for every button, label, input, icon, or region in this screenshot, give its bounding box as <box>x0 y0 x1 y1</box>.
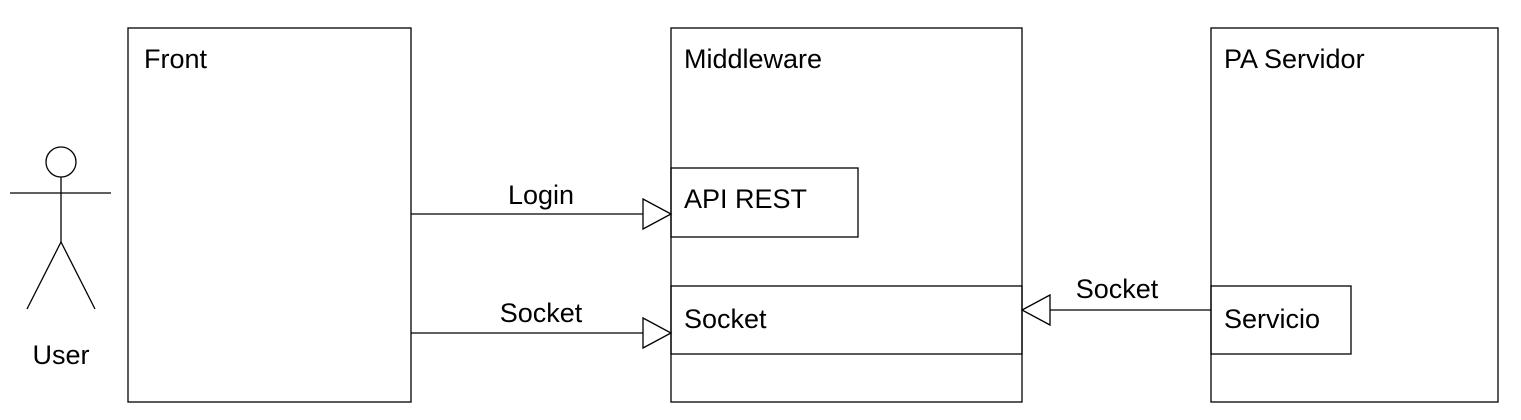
middleware-socket-box <box>670 285 1023 355</box>
server-box <box>1210 27 1499 403</box>
socket-front-edge-label: Socket <box>500 298 583 328</box>
socket-edge-server <box>1020 293 1211 327</box>
actor-head <box>45 146 77 178</box>
socket-front-arrowhead <box>642 316 673 350</box>
api-rest-box <box>670 167 859 238</box>
middleware-title: Middleware <box>684 44 822 74</box>
middleware-socket-label: Socket <box>684 304 767 334</box>
front-box <box>127 27 412 403</box>
socket-edge-front <box>411 316 673 350</box>
socket-server-arrowhead <box>1020 293 1051 327</box>
api-rest-label: API REST <box>684 184 807 214</box>
actor-left-leg <box>26 241 62 310</box>
user-actor <box>10 146 111 310</box>
login-edge-label: Login <box>508 180 574 210</box>
login-arrowhead <box>642 197 673 231</box>
middleware-box <box>670 27 1023 403</box>
server-title: PA Servidor <box>1224 44 1365 74</box>
service-box <box>1210 285 1352 355</box>
front-title: Front <box>144 44 208 74</box>
actor-right-leg <box>60 241 96 310</box>
login-edge <box>411 197 673 231</box>
service-label: Servicio <box>1224 304 1320 334</box>
actor-label: User <box>32 340 89 370</box>
socket-server-edge-label: Socket <box>1076 274 1159 304</box>
